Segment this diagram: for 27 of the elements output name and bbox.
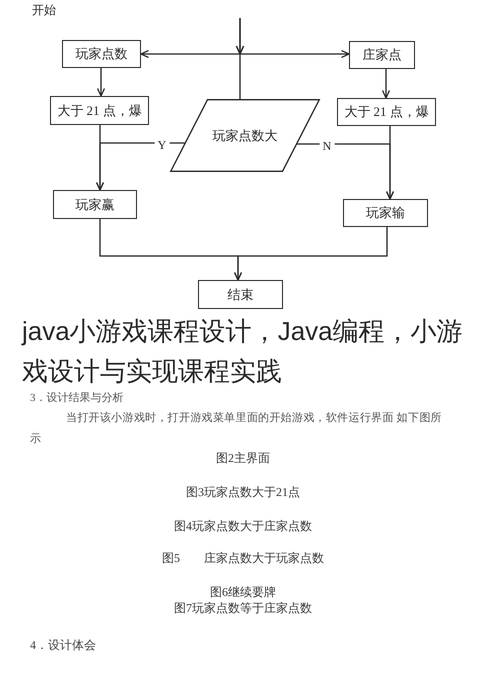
end-box: 结束 (198, 280, 283, 309)
figure-caption: 图4玩家点数大于庄家点数 (174, 519, 312, 533)
arrow (96, 142, 185, 191)
process-box: 庄家点 (349, 41, 415, 69)
arrow (96, 68, 106, 97)
figure-caption: 图6继续要牌 (210, 585, 276, 599)
section-heading: 3．设计结果与分析 (30, 391, 124, 405)
arrow (234, 227, 388, 281)
edge-label: N (320, 139, 334, 153)
decision-box: 大于 21 点，爆 (337, 98, 436, 126)
section-heading: 4．设计体会 (30, 638, 96, 653)
process-box: 玩家点数 (62, 40, 141, 68)
arrow (382, 69, 390, 99)
body-text: 当打开该小游戏时，打开游戏菜单里面的开始游戏，软件运行界面 如下图所示 (30, 410, 443, 447)
figure-caption: 图2主界面 (216, 451, 270, 465)
result-box: 玩家赢 (53, 190, 137, 219)
result-box: 玩家输 (343, 199, 428, 227)
figure-caption: 图7玩家点数等于庄家点数 (174, 601, 312, 615)
figure-caption: 图3玩家点数大于21点 (186, 485, 300, 499)
title: java小游戏课程设计，Java编程，小游戏设计与实现课程实践 (22, 315, 464, 388)
decision-box: 大于 21 点，爆 (50, 96, 149, 125)
input-parallelogram: 玩家点数大 (170, 99, 320, 172)
edge-label: Y (154, 138, 170, 152)
connector-line (239, 18, 241, 99)
figure-caption: 图5 庄家点数大于玩家点数 (162, 551, 324, 565)
start-text: 开始 (32, 3, 56, 18)
arrow (296, 143, 394, 200)
